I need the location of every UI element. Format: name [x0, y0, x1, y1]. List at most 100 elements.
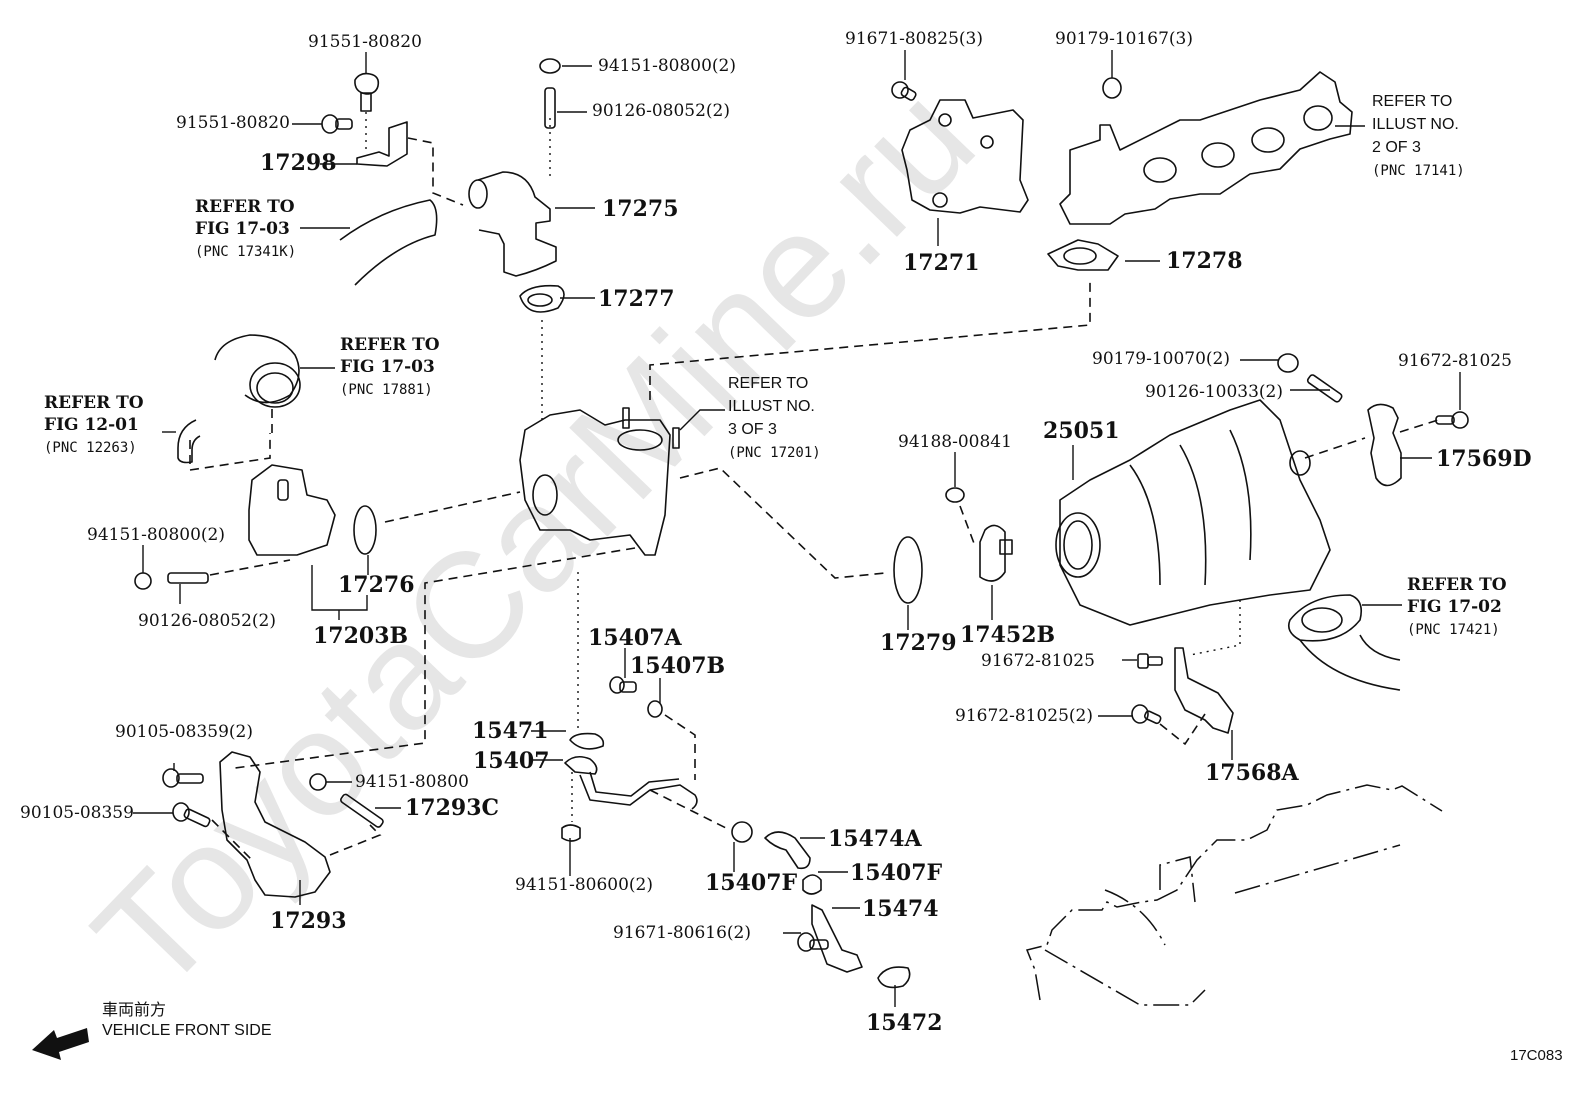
part-label-91551-80820-top[interactable]: 91551-80820: [308, 32, 422, 52]
part-label-94151-80800-2-left[interactable]: 94151-80800(2): [87, 525, 225, 545]
part-label-17452B[interactable]: 17452B: [960, 622, 1055, 648]
reference-line: FIG 17-03: [195, 219, 290, 239]
part-label-94151-80800-2-top[interactable]: 94151-80800(2): [598, 56, 736, 76]
reference-line: FIG 17-03: [340, 357, 435, 377]
pipe-17275[interactable]: [468, 171, 557, 277]
bolt-91551-80820-side[interactable]: [321, 114, 353, 134]
stud-17293C[interactable]: [340, 793, 384, 828]
nut-94151-80600[interactable]: [561, 824, 581, 842]
intake-elbow-17203B[interactable]: [248, 464, 336, 556]
part-label-94188-00841[interactable]: 94188-00841: [898, 432, 1012, 452]
part-label-17278[interactable]: 17278: [1166, 248, 1243, 274]
part-label-94151-80800[interactable]: 94151-80800: [355, 772, 469, 792]
gasket-17277[interactable]: [519, 284, 565, 313]
bracket-17293[interactable]: [219, 751, 331, 898]
part-label-15472[interactable]: 15472: [866, 1010, 943, 1036]
part-label-17293C[interactable]: 17293C: [405, 795, 499, 821]
gasket-17278[interactable]: [1047, 239, 1119, 271]
part-label-90179-10070-2[interactable]: 90179-10070(2): [1092, 349, 1230, 369]
stud-90126-10033[interactable]: [1306, 374, 1343, 403]
nut-94188-00841[interactable]: [945, 487, 965, 503]
part-label-17277[interactable]: 17277: [598, 286, 675, 312]
part-label-15471[interactable]: 15471: [472, 718, 549, 744]
hose-15474A[interactable]: [764, 831, 811, 870]
nut-94151-80800-top[interactable]: [539, 58, 561, 74]
pipe-15474[interactable]: [811, 904, 863, 973]
reference-line: ILLUST NO.: [728, 398, 815, 415]
part-label-17279[interactable]: 17279: [880, 630, 957, 656]
part-label-90126-08052-2-top[interactable]: 90126-08052(2): [592, 101, 730, 121]
reference-line: (PNC 17341K): [195, 244, 296, 260]
part-label-90179-10167-3[interactable]: 90179-10167(3): [1055, 29, 1193, 49]
clamp-15407F-left[interactable]: [731, 821, 753, 843]
bolt-91672-81025-top[interactable]: [1435, 411, 1469, 429]
part-label-15407B[interactable]: 15407B: [630, 653, 725, 679]
part-label-15407F-left[interactable]: 15407F: [705, 870, 798, 896]
part-number-labels: 91551-80820 91551-80820 17298 94151-80800(2…: [20, 29, 1532, 1036]
part-label-17569D[interactable]: 17569D: [1436, 446, 1532, 472]
part-label-91672-81025-mid[interactable]: 91672-81025: [981, 651, 1095, 671]
part-label-17293[interactable]: 17293: [270, 908, 347, 934]
bracket-17298[interactable]: [356, 121, 408, 167]
part-label-15407[interactable]: 15407: [473, 748, 550, 774]
stud-90126-08052-left[interactable]: [167, 572, 209, 584]
bracket-17569D[interactable]: [1367, 403, 1402, 487]
vehicle-front-legend: 車両前方 VEHICLE FRONT SIDE: [32, 1000, 272, 1060]
exhaust-manifold: [1059, 71, 1353, 225]
stud-90126-08052-top[interactable]: [544, 87, 556, 129]
gasket-15471[interactable]: [569, 732, 605, 750]
part-label-91671-80616-2[interactable]: 91671-80616(2): [613, 923, 751, 943]
part-label-15407A[interactable]: 15407A: [588, 625, 683, 651]
part-label-91672-81025-top[interactable]: 91672-81025: [1398, 351, 1512, 371]
bolt-15407A[interactable]: [609, 676, 637, 694]
part-label-91671-80825-3[interactable]: 91671-80825(3): [845, 29, 983, 49]
part-label-90126-08052-2-left[interactable]: 90126-08052(2): [138, 611, 276, 631]
part-label-15407F-right[interactable]: 15407F: [850, 860, 943, 886]
part-label-15474[interactable]: 15474: [862, 896, 939, 922]
bolt-91671-80616-2[interactable]: [797, 932, 829, 952]
part-label-17298[interactable]: 17298: [260, 150, 337, 176]
part-label-17271[interactable]: 17271: [903, 250, 980, 276]
turbocharger[interactable]: [519, 407, 680, 556]
part-label-91551-80820-side[interactable]: 91551-80820: [176, 113, 290, 133]
part-label-17276[interactable]: 17276: [338, 572, 415, 598]
bolt-91551-80820-top[interactable]: [354, 72, 380, 112]
o-ring-17276[interactable]: [353, 505, 377, 555]
gasket-15472[interactable]: [877, 966, 911, 989]
clamp-15407F-right[interactable]: [802, 874, 822, 895]
converter-25051[interactable]: [1055, 399, 1331, 626]
part-label-17568A[interactable]: 17568A: [1205, 760, 1300, 786]
gasket-15407B[interactable]: [647, 700, 663, 718]
bolt-90105-08359-2[interactable]: [162, 768, 204, 788]
bolt-91672-81025-2[interactable]: [1131, 704, 1162, 725]
reference-line: REFER TO: [728, 375, 808, 392]
nut-90179-10070[interactable]: [1277, 353, 1299, 373]
part-label-17275[interactable]: 17275: [602, 196, 679, 222]
part-label-91672-81025-2[interactable]: 91672-81025(2): [955, 706, 1093, 726]
part-label-94151-80600-2[interactable]: 94151-80600(2): [515, 875, 653, 895]
part-label-90126-10033-2[interactable]: 90126-10033(2): [1145, 382, 1283, 402]
part-label-17203B[interactable]: 17203B: [313, 623, 408, 649]
nut-94151-80800-left[interactable]: [134, 572, 152, 590]
gasket-17279[interactable]: [893, 536, 923, 604]
bolt-91671-80825[interactable]: [891, 81, 917, 101]
clamp-17452B[interactable]: [979, 524, 1013, 582]
bolt-90105-08359[interactable]: [172, 802, 211, 828]
reference-line: (PNC 17141): [1372, 163, 1465, 179]
bracket-17568A[interactable]: [1174, 647, 1234, 734]
part-label-15474A[interactable]: 15474A: [828, 826, 923, 852]
bolt-91672-81025-mid[interactable]: [1137, 653, 1163, 669]
air-hose-17881: [214, 334, 301, 408]
part-label-90105-08359-2[interactable]: 90105-08359(2): [115, 722, 253, 742]
part-label-90105-08359[interactable]: 90105-08359: [20, 803, 134, 823]
part-label-25051[interactable]: 25051: [1043, 418, 1120, 444]
oil-pipe-15407[interactable]: [564, 755, 698, 810]
nut-90179-10167[interactable]: [1102, 77, 1122, 99]
heat-insulator-17271[interactable]: [901, 99, 1029, 214]
